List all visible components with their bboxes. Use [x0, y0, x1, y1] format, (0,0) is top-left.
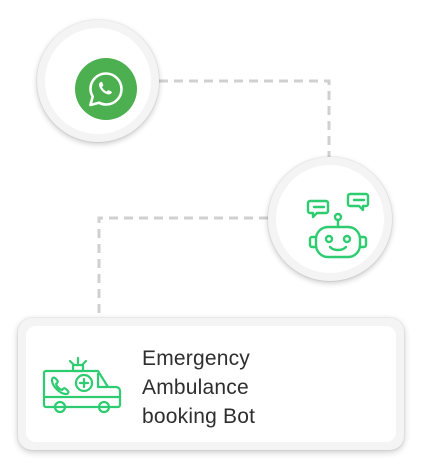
card-title: Emergency Ambulance booking Bot: [142, 344, 382, 431]
chatbot-node[interactable]: [268, 157, 392, 281]
connector-bot-to-card: [97, 216, 268, 318]
card-title-line-1: Emergency: [142, 347, 251, 370]
whatsapp-badge-svg: [75, 58, 137, 120]
whatsapp-node-inner: [45, 28, 151, 134]
card-title-line-3: booking Bot: [142, 405, 256, 428]
card-title-line-2: Ambulance: [142, 376, 249, 399]
whatsapp-icon: [75, 58, 137, 120]
chatbot-robot-icon: [306, 192, 370, 259]
ambulance-icon: [42, 356, 122, 414]
ambulance-bot-card-inner: Emergency Ambulance booking Bot: [26, 326, 396, 442]
chatbot-node-inner: [276, 165, 384, 273]
connector-whatsapp-to-bot: [159, 79, 331, 157]
whatsapp-node[interactable]: [37, 20, 159, 142]
ambulance-bot-card[interactable]: Emergency Ambulance booking Bot: [18, 318, 404, 450]
